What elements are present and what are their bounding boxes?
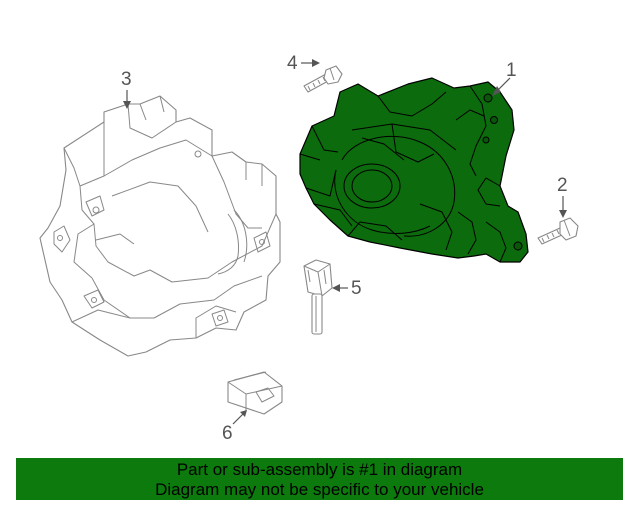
callout-label-5: 5 — [351, 278, 362, 299]
callout-label-3: 3 — [121, 69, 132, 90]
screw-4[interactable] — [303, 65, 343, 93]
callout-label-4: 4 — [287, 53, 298, 74]
fog-lamp-assembly[interactable] — [299, 77, 529, 263]
callout-2: 2 — [557, 175, 568, 218]
screw-2[interactable] — [537, 217, 579, 245]
callout-1: 1 — [492, 60, 517, 96]
callout-4: 4 — [287, 53, 320, 74]
callout-6: 6 — [222, 410, 247, 444]
info-banner: Part or sub-assembly is #1 in diagram Di… — [16, 458, 623, 500]
callout-label-6: 6 — [222, 423, 233, 444]
callout-3: 3 — [121, 69, 132, 109]
connector-socket[interactable] — [227, 371, 283, 415]
bulb[interactable] — [303, 259, 333, 335]
callout-label-2: 2 — [557, 175, 568, 196]
callout-5: 5 — [332, 278, 362, 299]
mounting-bracket[interactable] — [39, 95, 281, 357]
banner-line-2: Diagram may not be specific to your vehi… — [155, 480, 484, 499]
callout-label-1: 1 — [506, 60, 517, 81]
banner-line-1: Part or sub-assembly is #1 in diagram — [176, 460, 463, 479]
